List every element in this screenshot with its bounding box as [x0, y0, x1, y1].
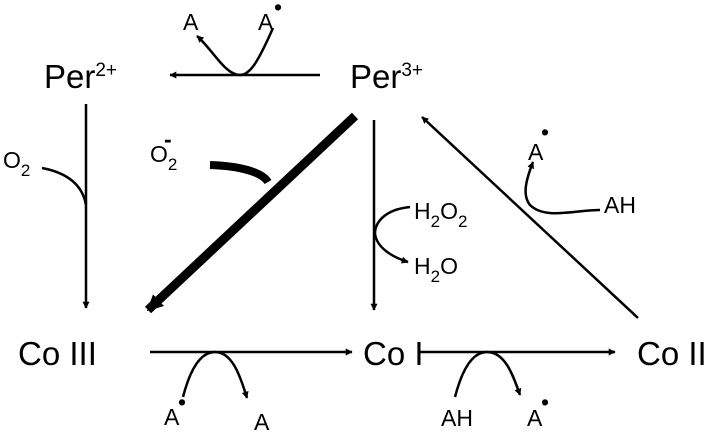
co2-to-per3-arrow — [421, 116, 639, 319]
top-reactant-dot: • — [274, 0, 282, 20]
h2o2-label: H2O2 — [414, 198, 467, 231]
bottom-right-product-label: A — [527, 405, 543, 431]
right-reactant-label: AH — [604, 192, 636, 218]
per3-to-co3-thick-arrow — [144, 112, 359, 314]
top-product-label: A — [183, 9, 199, 35]
bottom-left-product-label: A — [254, 409, 270, 435]
co3-to-co1-arrow — [150, 348, 353, 399]
node-per2: Per2+ — [44, 58, 117, 95]
top-reactant-label: A — [258, 9, 274, 35]
superoxide-charge: - — [164, 126, 172, 152]
co1-to-co2-arrow — [420, 348, 616, 398]
bottom-right-reactant-label: AH — [441, 405, 473, 431]
node-co3: Co III — [18, 335, 97, 372]
bottom-left-reactant-dot: • — [178, 389, 186, 415]
node-co2: Co II — [637, 335, 707, 372]
o2-label: O2 — [3, 147, 30, 180]
bottom-right-product-dot: • — [541, 389, 549, 415]
superoxide-label: O2 — [150, 141, 177, 174]
h2o-label: H2O — [414, 253, 458, 286]
per2-to-co3-arrow — [41, 104, 90, 309]
right-product-dot: • — [541, 119, 549, 145]
bottom-left-reactant-label: A — [164, 404, 180, 430]
node-co1: Co I — [363, 335, 424, 372]
per3-to-co1-arrow — [370, 120, 411, 311]
node-per3: Per3+ — [350, 58, 423, 95]
per3-to-per2-arrow — [169, 27, 320, 79]
right-product-label: A — [528, 139, 544, 165]
